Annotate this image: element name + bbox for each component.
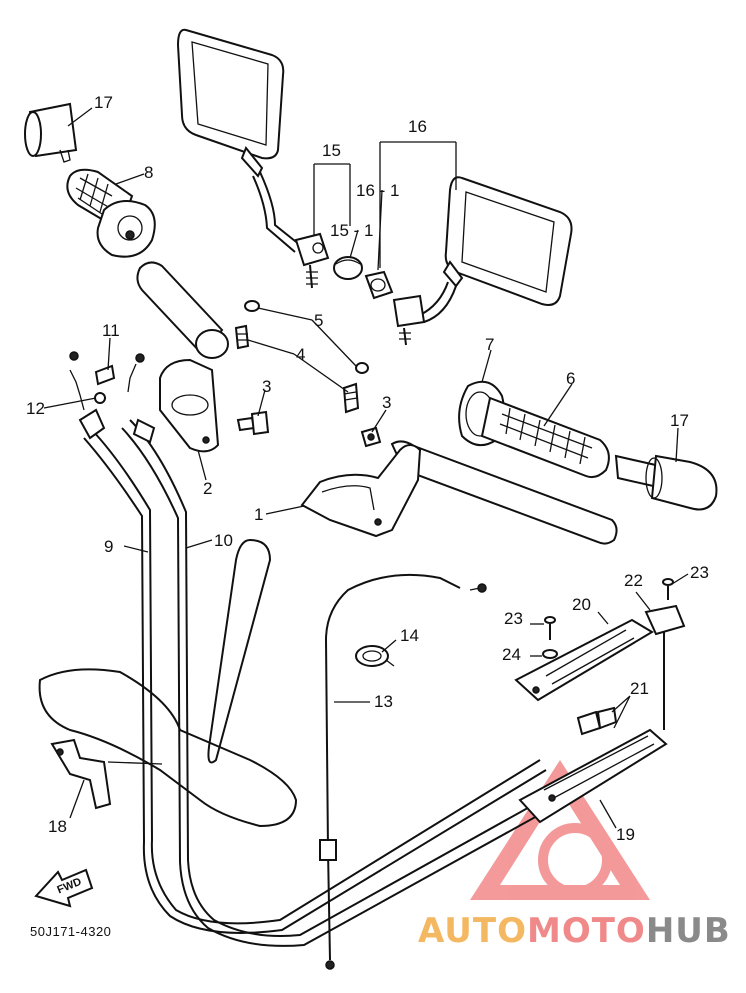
callout-5: 5 [314,311,323,330]
callout-16: 16 [408,117,427,136]
handlebar [300,440,618,545]
indicator-panel-20 [514,618,654,702]
fwd-arrow-icon: FWD [34,868,94,908]
callout-12: 12 [26,399,45,418]
screw-4-right [342,382,360,414]
callout-3-left: 3 [262,377,271,396]
cable-holder-11 [94,364,116,386]
screw-23-left [544,616,556,640]
watermark-hub: HUB [646,911,731,951]
callout-20: 20 [572,595,591,614]
watermark-auto: AUTO [418,911,527,951]
screw-4-left [234,324,250,350]
left-grip [24,102,156,258]
throttle-cable-10 [121,353,567,947]
callout-24: 24 [502,645,521,664]
callout-11: 11 [102,321,120,340]
mirror-cap-15-1 [333,256,363,280]
bracket-22 [644,604,686,636]
mirror-nut-16-1 [364,270,394,300]
watermark-moto: MOTO [527,911,646,951]
right-grip [458,380,718,511]
cap-5-right [355,362,369,374]
callout-17-left: 17 [94,93,113,112]
diagram-code: 50J171-4320 [30,924,111,939]
leader-lines [43,107,689,829]
callout-4: 4 [296,345,305,364]
callout-7: 7 [485,335,494,354]
callout-10: 10 [214,531,233,550]
callout-21: 21 [630,679,649,698]
cable-13 [319,573,487,970]
callout-17-right: 17 [670,411,689,430]
callout-15-1: 15 - 1 [330,221,373,240]
callout-19: 19 [616,825,635,844]
cable-clamp-14 [355,645,395,667]
callout-6: 6 [566,369,575,388]
clamp-bolt-3-left [236,410,270,436]
callout-9: 9 [104,537,113,556]
callout-15: 15 [322,141,341,160]
callout-18: 18 [48,817,67,836]
callout-1: 1 [254,505,263,524]
callout-14: 14 [400,626,419,645]
right-mirror [392,176,573,346]
cap-5-left [244,300,260,312]
clamp-bolt-3-right [360,426,382,448]
callout-22: 22 [624,571,643,590]
base-plate-19 [518,632,668,824]
screw-23-top [662,578,674,600]
callout-23-top: 23 [690,563,709,582]
cable-nut-12 [94,392,106,404]
callout-3-right: 3 [382,393,391,412]
tank-outline [38,538,298,828]
right-handlebar-holder [136,261,229,453]
bracket-18 [50,738,112,810]
callout-8: 8 [144,163,153,182]
callout-16-1: 16 - 1 [356,181,399,200]
watermark-text: AUTOMOTOHUB [418,911,731,951]
callout-13: 13 [374,692,393,711]
callout-23-left: 23 [504,609,523,628]
throttle-cable-9 [69,351,547,934]
washer-24 [542,649,558,659]
bulb-socket-21 [576,706,618,736]
left-mirror [176,28,330,289]
callout-2: 2 [203,479,212,498]
callout-labels: 17 8 15 15 - 1 16 16 - 1 5 4 3 3 7 6 17 … [26,93,709,844]
